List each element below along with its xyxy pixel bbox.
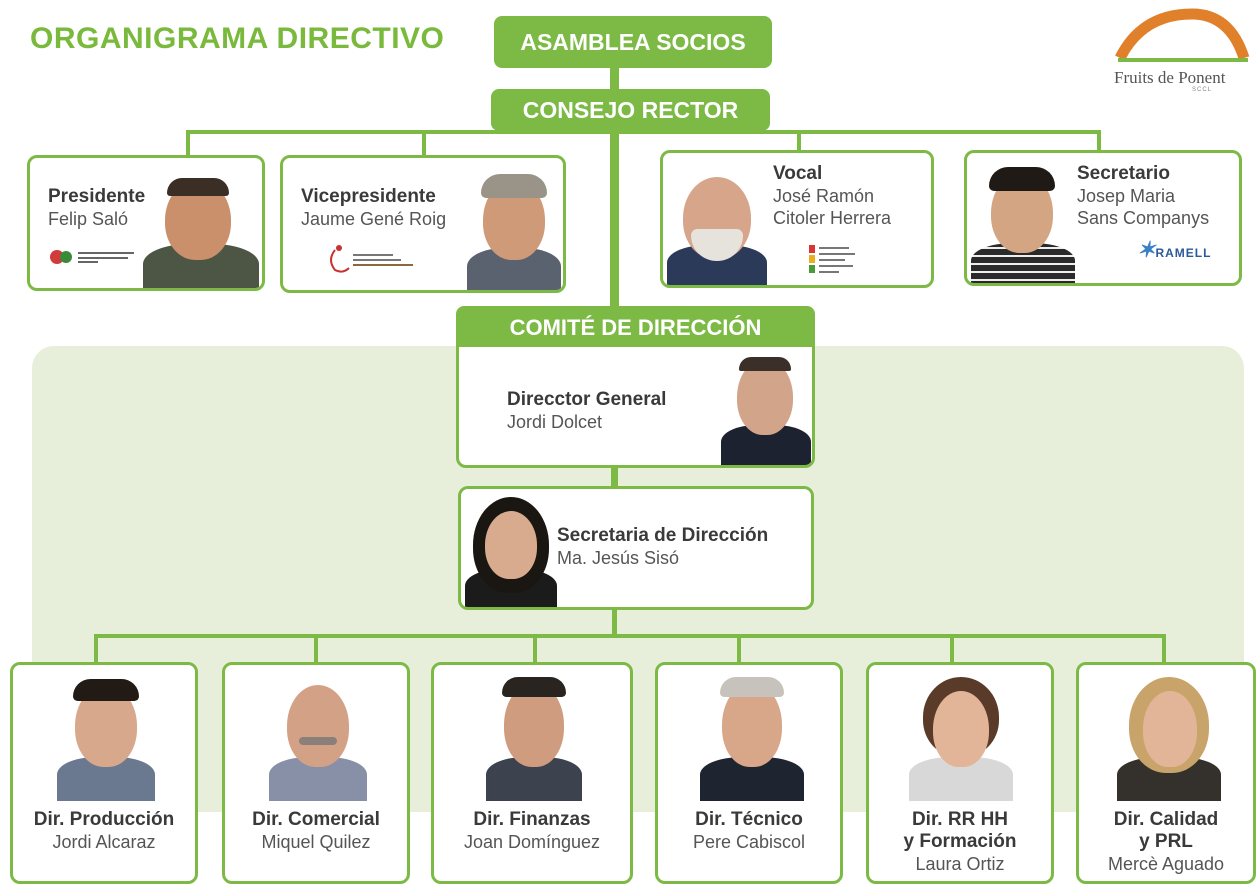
person-name: Laura Ortiz: [915, 854, 1005, 874]
portrait-photo: [700, 673, 804, 801]
secretary-card: Secretaria de Dirección Ma. Jesús Sisó: [458, 486, 814, 610]
role-label: Dir. Comercial: [252, 809, 380, 830]
person-name-line-1: Josep Maria: [1077, 186, 1176, 206]
connector-vocal: [797, 130, 801, 154]
council-card-president: Presidente Felip Saló: [27, 155, 265, 291]
director-card-technical: Dir. Técnico Pere Cabiscol: [655, 662, 843, 884]
company-logo-icon: [330, 245, 413, 273]
connector-dir-3: [533, 634, 537, 664]
council-card-vicepresident: Vicepresidente Jaume Gené Roig: [280, 155, 566, 293]
connector-council-branch: [186, 130, 1101, 134]
person-name-line-2: Citoler Herrera: [773, 208, 892, 228]
council-box: CONSEJO RECTOR: [491, 89, 770, 131]
portrait-photo: [909, 673, 1013, 801]
portrait-photo: [269, 675, 367, 801]
role-label-line-2: y Formación: [903, 831, 1017, 852]
person-name: Jaume Gené Roig: [301, 209, 447, 229]
role-label: Vicepresidente: [301, 186, 436, 207]
director-card-commercial: Dir. Comercial Miquel Quilez: [222, 662, 410, 884]
assembly-label: ASAMBLEA SOCIOS: [520, 29, 746, 55]
portrait-photo: [465, 170, 563, 290]
company-logo-icon: [50, 250, 134, 264]
connector-dir-6: [1162, 634, 1166, 664]
director-card-hr: Dir. RR HH y Formación Laura Ortiz: [866, 662, 1054, 884]
person-name: Jordi Alcaraz: [52, 832, 156, 852]
portrait-photo: [486, 673, 582, 801]
connector-directors-branch: [94, 634, 1166, 638]
star-icon: ✶: [1137, 237, 1156, 262]
person-name: Ma. Jesús Sisó: [557, 548, 680, 568]
role-label: Vocal: [773, 163, 823, 184]
portrait-photo: [971, 161, 1075, 283]
person-name-line-1: José Ramón: [773, 186, 875, 206]
role-label-line-2: y PRL: [1139, 831, 1193, 852]
person-name: Pere Cabiscol: [692, 832, 806, 852]
company-logo-ramell: ✶RAMELL: [1137, 237, 1211, 263]
director-card-quality: Dir. Calidad y PRL Mercè Aguado: [1076, 662, 1256, 884]
director-card-finance: Dir. Finanzas Joan Domínguez: [431, 662, 633, 884]
connector-vicepresident: [422, 130, 426, 158]
council-card-vocal: Vocal José Ramón Citoler Herrera: [660, 150, 934, 288]
council-label: CONSEJO RECTOR: [522, 97, 739, 123]
connector-dir-5: [950, 634, 954, 664]
connector-dir-2: [314, 634, 318, 664]
director-card-production: Dir. Producción Jordi Alcaraz: [10, 662, 198, 884]
connector-dir-1: [94, 634, 98, 664]
connector-assembly-council: [610, 66, 619, 94]
portrait-photo: [721, 351, 811, 465]
connector-president: [186, 130, 190, 158]
general-director-card: Direcctor General Jordi Dolcet: [456, 344, 815, 468]
logo-text: RAMELL: [1155, 246, 1212, 260]
role-label: Secretario: [1077, 163, 1170, 184]
committee-box: COMITÉ DE DIRECCIÓN: [456, 306, 815, 350]
connector-gd-secretary: [611, 466, 618, 488]
connector-secretary-council: [1097, 130, 1101, 154]
logo-name: Fruits de Ponent: [1114, 68, 1226, 87]
role-label: Secretaria de Dirección: [557, 525, 769, 546]
role-label: Presidente: [48, 186, 146, 207]
logo-arc-icon: [1115, 8, 1250, 62]
company-logo-icon: [809, 245, 855, 273]
company-logo: Fruits de Ponent SCCL: [1112, 8, 1252, 93]
person-name: Miquel Quilez: [261, 832, 371, 852]
assembly-box: ASAMBLEA SOCIOS: [494, 16, 772, 68]
person-name: Jordi Dolcet: [507, 412, 603, 432]
person-name: Mercè Aguado: [1107, 854, 1225, 874]
role-label: Dir. Finanzas: [473, 809, 591, 830]
person-name: Felip Saló: [48, 209, 129, 229]
role-label: Dir. Producción: [33, 809, 175, 830]
role-label-line-1: Dir. RR HH: [911, 809, 1009, 830]
connector-secretary-directors: [612, 608, 617, 636]
role-label: Dir. Técnico: [695, 809, 803, 830]
logo-sub: SCCL: [1192, 87, 1213, 93]
portrait-photo: [135, 172, 261, 288]
connector-council-trunk: [610, 128, 619, 312]
connector-dir-4: [737, 634, 741, 664]
committee-label: COMITÉ DE DIRECCIÓN: [509, 315, 762, 340]
council-card-secretary: Secretario Josep Maria Sans Companys ✶RA…: [964, 150, 1242, 286]
person-name: Joan Domínguez: [463, 832, 601, 852]
portrait-photo: [1117, 673, 1221, 801]
person-name-line-2: Sans Companys: [1077, 208, 1210, 228]
role-label: Direcctor General: [507, 389, 667, 410]
portrait-photo: [57, 675, 155, 801]
portrait-photo: [667, 167, 767, 285]
chart-title: ORGANIGRAMA DIRECTIVO: [30, 22, 445, 55]
role-label-line-1: Dir. Calidad: [1113, 809, 1219, 830]
portrait-photo: [463, 493, 559, 607]
